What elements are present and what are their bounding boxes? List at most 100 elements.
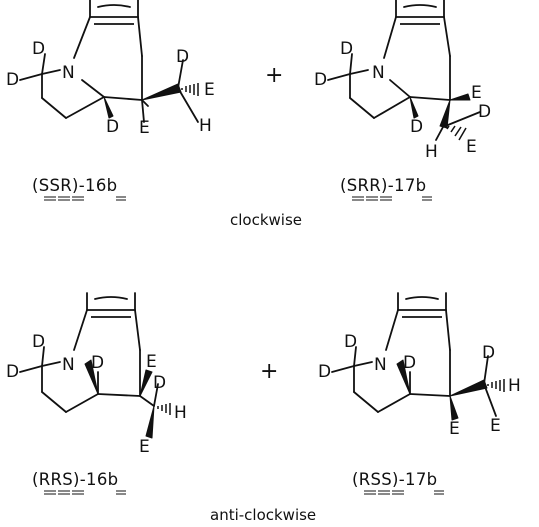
wedge-bond <box>141 83 182 101</box>
atom-label: D <box>106 117 119 137</box>
atom-label: D <box>410 117 423 137</box>
bracket <box>403 4 437 8</box>
structure-ssr-16b: D D N D E D E H (SSR)-16b <box>6 0 215 201</box>
bond <box>19 365 43 373</box>
bracket <box>94 296 128 300</box>
bond <box>19 73 43 81</box>
atom-label: H <box>425 142 438 162</box>
atom-label: D <box>6 70 19 90</box>
plus-sign: + <box>265 63 283 88</box>
wedge-bond <box>139 369 153 397</box>
wedge-bond <box>409 96 419 119</box>
wedge-bond <box>103 96 114 119</box>
bond <box>134 309 141 351</box>
bond <box>353 346 357 367</box>
bond <box>65 96 105 119</box>
bond <box>177 59 184 89</box>
atom-label: E <box>471 83 482 103</box>
bond <box>349 69 369 75</box>
bond <box>81 79 105 98</box>
caption: (RRS)-16b <box>32 470 118 489</box>
atom-label: D <box>340 39 353 59</box>
caption: (SSR)-16b <box>32 176 117 195</box>
bond <box>41 69 61 75</box>
label-anti-clockwise: anti-clockwise <box>210 506 316 524</box>
atom-label: E <box>466 137 477 157</box>
bond <box>445 309 451 351</box>
atom-label: E <box>204 80 215 100</box>
bond <box>385 309 399 351</box>
bond <box>41 361 61 367</box>
atom-label: E <box>139 118 150 138</box>
hashed-bond <box>487 379 505 392</box>
bond <box>349 53 353 75</box>
bond <box>41 391 67 413</box>
atom-label: E <box>146 352 157 372</box>
bracket <box>405 296 439 300</box>
caption: (RSS)-17b <box>352 470 437 489</box>
wedge-bond <box>396 359 411 395</box>
bond <box>103 96 143 101</box>
bond <box>349 97 375 119</box>
bond <box>353 391 379 413</box>
structure-rss-17b: D D N D D H E E (RSS)-17b <box>318 292 521 495</box>
bond <box>65 393 99 413</box>
bond <box>41 97 67 119</box>
bond <box>483 355 489 385</box>
atom-label: D <box>32 332 45 352</box>
bond <box>139 395 155 407</box>
atom-label: D <box>318 362 331 382</box>
atom-label: D <box>153 373 166 393</box>
atom-label: E <box>490 416 501 436</box>
hashed-bond <box>181 83 199 96</box>
bond <box>73 309 88 351</box>
bond <box>331 365 355 373</box>
atom-label: D <box>403 353 416 373</box>
structure-rrs-16b: D D N D E D H E (RRS)-16b <box>6 292 187 495</box>
hashed-bond <box>157 403 171 415</box>
caption: (SRR)-17b <box>340 176 426 195</box>
caption-underline <box>364 490 444 495</box>
wedge-bond <box>449 379 488 397</box>
atom-label: N <box>372 63 385 83</box>
bond <box>409 393 451 397</box>
atom-label: N <box>62 63 75 83</box>
atom-label: D <box>32 39 45 59</box>
bond <box>41 53 46 75</box>
bond <box>97 393 141 397</box>
atom-label: D <box>6 362 19 382</box>
atom-label: N <box>62 355 75 375</box>
wedge-bond <box>449 395 459 421</box>
bond <box>353 361 373 367</box>
wedge-bond <box>449 93 471 101</box>
bond <box>377 393 411 413</box>
bond <box>443 16 451 57</box>
bond <box>373 96 411 119</box>
atom-label: D <box>478 102 491 122</box>
hashed-bond <box>446 125 467 141</box>
bond <box>442 111 481 128</box>
bracket <box>97 4 131 8</box>
bond <box>141 99 145 123</box>
atom-label: H <box>199 116 212 136</box>
bond <box>153 383 159 407</box>
bond <box>435 126 444 141</box>
atom-label: E <box>449 419 460 439</box>
caption-underline <box>352 196 432 201</box>
bond <box>483 383 497 417</box>
label-clockwise: clockwise <box>230 211 302 229</box>
bond <box>389 79 411 98</box>
atom-label: H <box>508 376 521 396</box>
bond <box>383 16 397 59</box>
caption-underline <box>44 490 126 495</box>
bond <box>141 99 149 107</box>
caption-underline <box>44 196 126 201</box>
wedge-bond <box>145 405 155 439</box>
atom-label: D <box>344 332 357 352</box>
plus-sign: + <box>260 359 278 384</box>
bond <box>73 16 91 59</box>
bond <box>327 73 351 81</box>
atom-label: D <box>91 353 104 373</box>
atom-label: H <box>174 403 187 423</box>
